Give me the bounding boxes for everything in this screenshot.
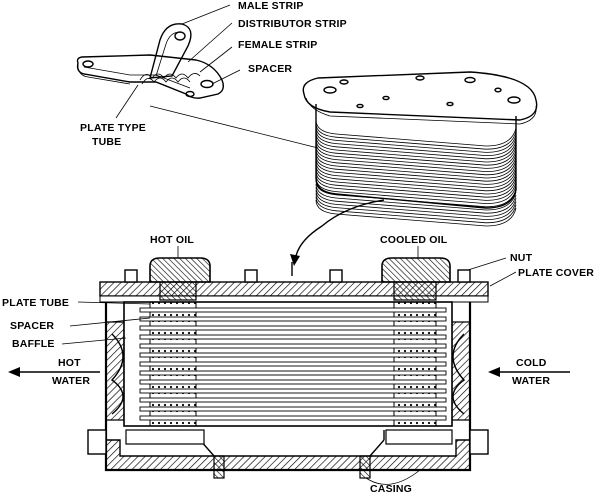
- label-hot-oil: HOT OIL: [150, 234, 194, 246]
- cooler-fin-line: [315, 190, 517, 217]
- label-baffle: BAFFLE: [12, 338, 55, 350]
- cooler-fin-line: [315, 199, 517, 227]
- plate-tube: [139, 406, 447, 412]
- plate-tubes: [139, 307, 447, 421]
- label-water-left: WATER: [52, 375, 90, 387]
- cooler-fin-line: [315, 123, 517, 150]
- plate-tube: [139, 352, 447, 358]
- label-tube: TUBE: [92, 136, 121, 148]
- cooler-cross-section: [8, 246, 570, 485]
- cooler-fin-line: [315, 148, 517, 176]
- cooler-fin-line: [315, 177, 517, 205]
- plate-tube: [139, 316, 447, 322]
- plate-tube: [139, 370, 447, 376]
- plate-type-tube-exploded: [76, 4, 319, 149]
- label-distributor-strip: DISTRIBUTOR STRIP: [238, 18, 347, 30]
- label-cooled-oil: COOLED OIL: [380, 234, 448, 246]
- cooler-fin-line: [315, 158, 517, 185]
- label-nut: NUT: [510, 252, 533, 264]
- label-water-right: WATER: [512, 375, 550, 387]
- cooler-fin-line: [315, 135, 517, 163]
- cooler-fin-line: [315, 145, 517, 173]
- cooler-fin-line: [315, 171, 517, 198]
- plate-tube: [139, 334, 447, 340]
- label-plate-type: PLATE TYPE: [80, 122, 146, 134]
- label-plate-tube: PLATE TUBE: [2, 297, 69, 309]
- label-spacer-left: SPACER: [10, 320, 54, 332]
- cooler-fin-line: [315, 139, 517, 166]
- plate-tube: [139, 397, 447, 403]
- cooler-fin-line: [315, 183, 517, 211]
- label-male-strip: MALE STRIP: [238, 0, 304, 12]
- plate-tube: [139, 307, 447, 313]
- cooler-fin-line: [315, 129, 517, 157]
- cooler-fin-line: [315, 167, 517, 195]
- plate-tube: [139, 361, 447, 367]
- plate-tube: [139, 388, 447, 394]
- plate-tube: [139, 379, 447, 385]
- cooler-fins: [315, 119, 517, 227]
- cooler-fin-line: [315, 161, 517, 189]
- cooler-fin-line: [315, 164, 517, 192]
- cooler-fin-line: [315, 151, 517, 179]
- cooler-fin-line: [315, 155, 517, 182]
- cooler-fin-line: [315, 142, 517, 169]
- label-cold: COLD: [516, 357, 547, 369]
- cooler-fin-line: [315, 126, 517, 153]
- cooler-fin-line: [315, 196, 517, 224]
- cooler-fin-line: [315, 119, 517, 147]
- label-plate-cover: PLATE COVER: [518, 267, 594, 279]
- cooler-fin-line: [315, 193, 517, 221]
- cooler-fin-line: [315, 132, 517, 160]
- plate-tube: [139, 343, 447, 349]
- label-spacer-top: SPACER: [248, 63, 292, 75]
- label-casing: CASING: [370, 483, 412, 495]
- label-hot: HOT: [58, 357, 81, 369]
- plate-tube: [139, 415, 447, 421]
- cooler-fin-line: [315, 187, 517, 214]
- cooler-fin-line: [315, 180, 517, 208]
- oil-cooler-element: [290, 71, 538, 266]
- plate-tube: [139, 325, 447, 331]
- cooler-fin-line: [315, 174, 517, 201]
- label-female-strip: FEMALE STRIP: [238, 39, 317, 51]
